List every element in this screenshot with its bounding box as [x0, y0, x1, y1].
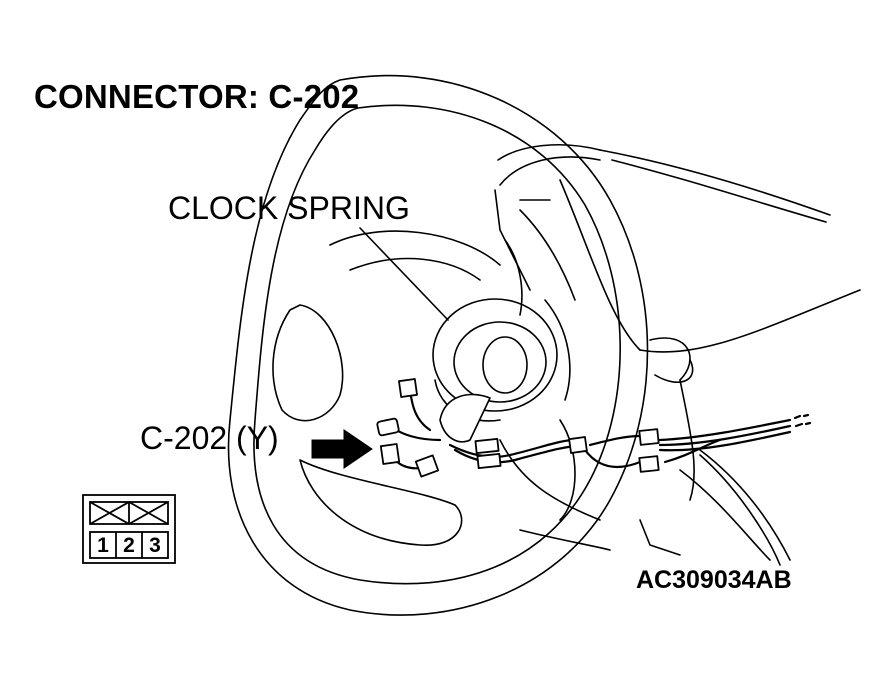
- clock-spring-leader: [359, 227, 449, 321]
- clock-spring-ribbon: [439, 393, 491, 443]
- wire-harness: [388, 388, 812, 470]
- steering-wheel-rim: [227, 74, 649, 616]
- figure-id-leader: [699, 454, 781, 566]
- connector-face-diagram: 1 2 3: [82, 494, 176, 564]
- page-title: CONNECTOR: C-202: [34, 78, 360, 115]
- pin-number: 1: [97, 534, 109, 557]
- pin-number: 3: [149, 534, 161, 557]
- pin-number: 2: [123, 534, 135, 557]
- clock-spring-label: CLOCK SPRING: [168, 190, 410, 226]
- connector-pointer-arrow-icon: [311, 429, 373, 469]
- dashboard-outline: [494, 144, 861, 561]
- figure-id: AC309034AB: [636, 566, 792, 594]
- connector-label: C-202 (Y): [140, 420, 279, 456]
- harness-connectors: [376, 378, 660, 478]
- connector-face-outline: [82, 494, 176, 564]
